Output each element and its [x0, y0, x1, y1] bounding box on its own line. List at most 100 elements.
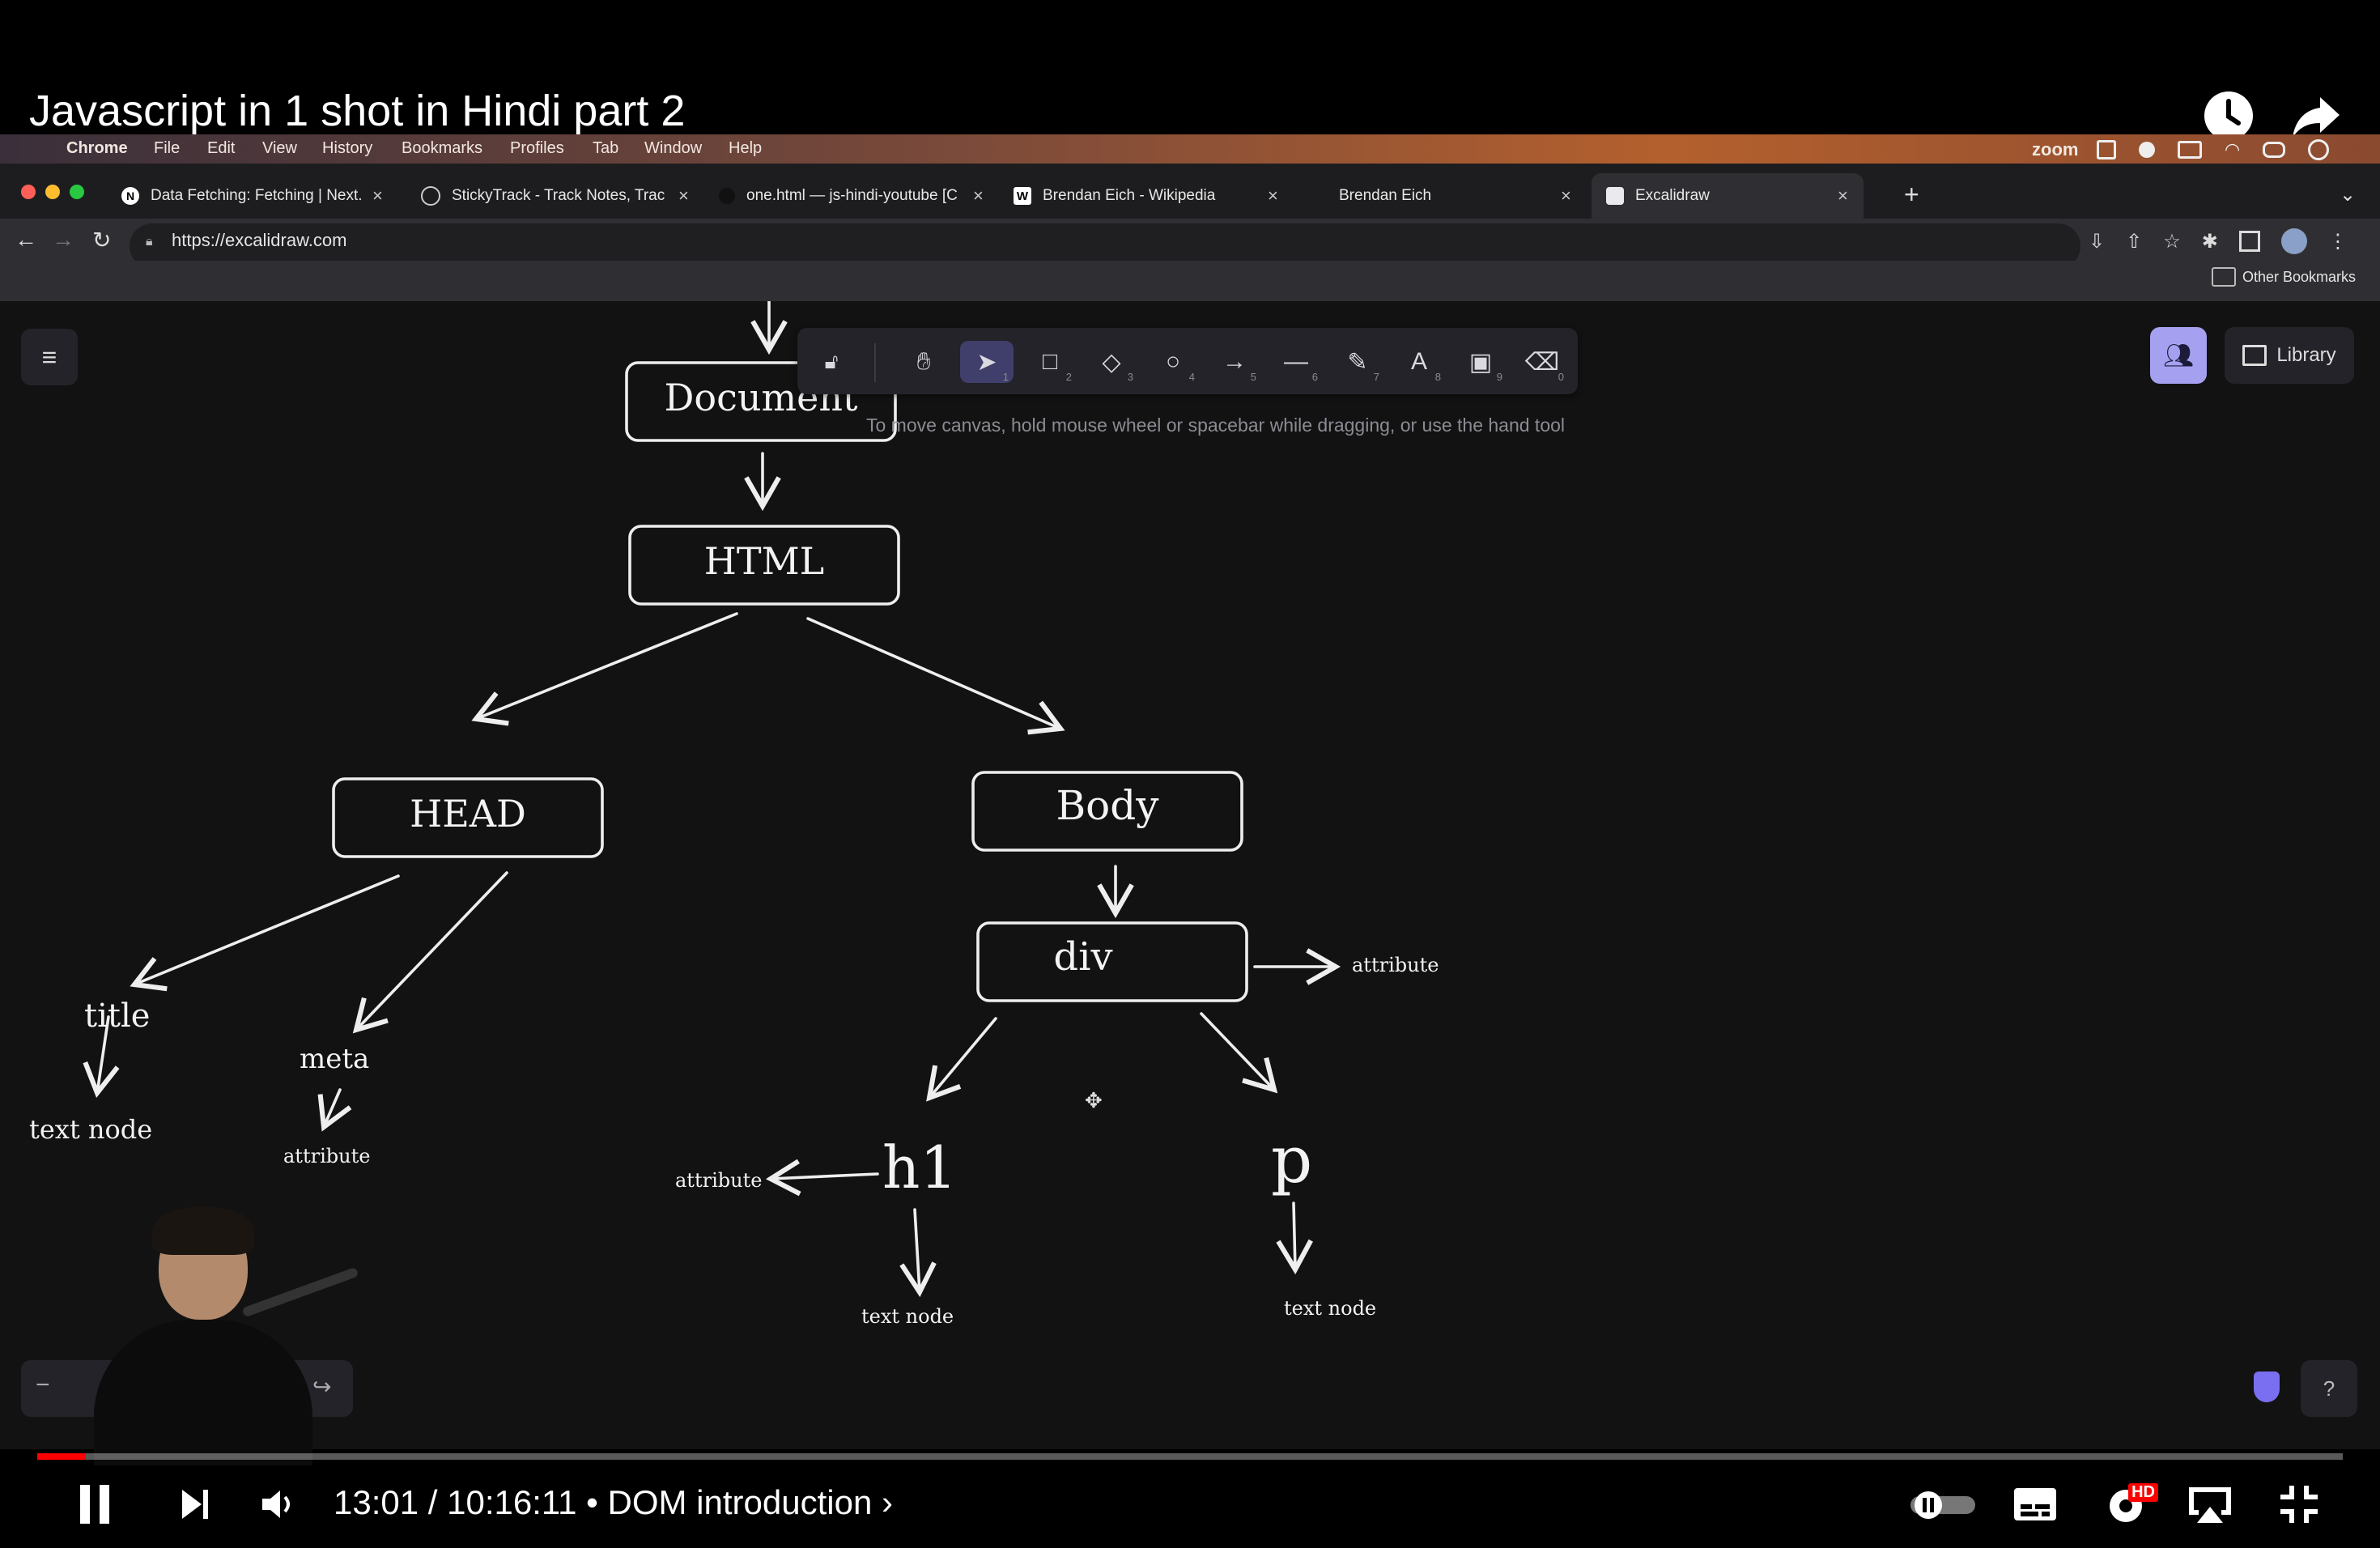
url-text[interactable]: https://excalidraw.com: [172, 230, 347, 250]
zoom-out-button[interactable]: −: [36, 1372, 50, 1398]
tab-brendan-eich[interactable]: Brendan Eich ×: [1339, 173, 1582, 219]
hand-tool-icon[interactable]: ✋︎: [916, 348, 931, 375]
reload-icon[interactable]: ↻: [92, 228, 112, 253]
tab-excalidraw[interactable]: Excalidraw ×: [1592, 173, 1864, 219]
lock-icon[interactable]: 🔒︎: [146, 235, 153, 249]
back-arrow-icon[interactable]: ←: [15, 227, 37, 252]
arrow-tool-icon[interactable]: →5: [1222, 348, 1256, 383]
node-p[interactable]: p: [1271, 1122, 1313, 1197]
progress-track[interactable]: [37, 1453, 2343, 1460]
hamburger-menu-icon[interactable]: ≡: [21, 329, 78, 385]
shield-icon[interactable]: [2254, 1372, 2280, 1402]
diamond-tool-icon[interactable]: ◇3: [1102, 348, 1133, 384]
share-icon[interactable]: [2288, 87, 2344, 144]
camera-icon[interactable]: [2178, 141, 2202, 159]
close-tab-icon[interactable]: ×: [1268, 185, 1278, 206]
lock-tool-icon[interactable]: 🔓︎: [824, 349, 839, 373]
node-p-text-node[interactable]: text node: [1284, 1297, 1377, 1320]
extensions-icon[interactable]: ✱: [2201, 230, 2218, 253]
line-tool-icon[interactable]: —6: [1284, 348, 1318, 383]
close-tab-icon[interactable]: ×: [973, 185, 984, 206]
zoom-app-label[interactable]: zoom: [2032, 139, 2079, 159]
close-tab-icon[interactable]: ×: [1561, 185, 1571, 206]
other-bookmarks[interactable]: Other Bookmarks: [2242, 269, 2357, 285]
browser-action-icons: ⇩ ⇧ ☆ ✱ ⋮: [2089, 228, 2348, 254]
menu-profiles[interactable]: Profiles: [510, 139, 564, 157]
node-div[interactable]: div: [1053, 934, 1113, 980]
share-page-icon[interactable]: ⇧: [2126, 230, 2143, 253]
progress-played: [37, 1453, 86, 1460]
new-tab-button[interactable]: +: [1904, 180, 1919, 209]
tab-label: Brendan Eich - Wikipedia: [1043, 187, 1216, 204]
selection-tool-icon[interactable]: ➤1: [960, 341, 1014, 383]
node-div-attribute[interactable]: attribute: [1352, 954, 1439, 976]
grid-icon[interactable]: [2097, 140, 2116, 159]
bookmark-star-icon[interactable]: ☆: [2163, 230, 2181, 253]
forward-arrow-icon[interactable]: →: [52, 227, 74, 252]
menu-help[interactable]: Help: [729, 139, 763, 157]
redo-icon[interactable]: ↪: [312, 1374, 332, 1399]
chrome-menu-icon[interactable]: ⋮: [2327, 230, 2348, 253]
node-meta-attribute[interactable]: attribute: [283, 1145, 371, 1167]
pause-icon[interactable]: [74, 1480, 115, 1529]
node-head[interactable]: HEAD: [410, 792, 526, 836]
node-h1-attribute[interactable]: attribute: [675, 1169, 763, 1192]
node-body[interactable]: Body: [1056, 782, 1159, 829]
node-html[interactable]: HTML: [703, 539, 825, 583]
node-title[interactable]: title: [84, 997, 151, 1035]
subtitles-icon[interactable]: [2011, 1480, 2059, 1529]
exit-fullscreen-icon[interactable]: [2276, 1480, 2322, 1529]
profile-avatar[interactable]: [2280, 228, 2307, 254]
tab-search-chevron-icon[interactable]: ⌄: [2340, 184, 2357, 206]
m-icon[interactable]: [2139, 142, 2155, 158]
menu-view[interactable]: View: [262, 139, 297, 157]
close-tab-icon[interactable]: ×: [372, 185, 383, 206]
airplay-icon[interactable]: [2184, 1480, 2236, 1529]
menu-bookmarks[interactable]: Bookmarks: [402, 139, 483, 157]
node-meta[interactable]: meta: [300, 1043, 370, 1075]
rectangle-tool-icon[interactable]: □2: [1042, 348, 1072, 383]
menu-history[interactable]: History: [322, 139, 373, 157]
volume-icon[interactable]: [257, 1480, 298, 1529]
tab-stickytrack[interactable]: StickyTrack - Track Notes, Trac ×: [421, 173, 696, 219]
ellipse-tool-icon[interactable]: ○4: [1165, 348, 1195, 383]
menu-file[interactable]: File: [154, 139, 181, 157]
side-panel-icon[interactable]: [2238, 231, 2260, 252]
install-app-icon[interactable]: ⇩: [2089, 230, 2106, 253]
autoplay-toggle[interactable]: [1907, 1480, 1978, 1529]
maximize-window-button[interactable]: [70, 185, 84, 199]
control-center-icon[interactable]: [2263, 142, 2286, 158]
menu-window[interactable]: Window: [644, 139, 703, 157]
player-controls: [0, 1465, 2380, 1548]
node-title-text-node[interactable]: text node: [29, 1114, 153, 1145]
tab-one-html[interactable]: one.html — js-hindi-youtube [C ×: [719, 173, 994, 219]
menu-chrome[interactable]: Chrome: [66, 139, 128, 157]
draw-tool-icon[interactable]: ✎7: [1347, 348, 1379, 384]
collaborate-users-icon[interactable]: 👥︎: [2150, 327, 2207, 384]
chapter-title[interactable]: • DOM introduction ›: [586, 1483, 893, 1521]
node-h1-text-node[interactable]: text node: [861, 1305, 954, 1328]
image-tool-icon[interactable]: ▣9: [1468, 348, 1502, 384]
node-h1[interactable]: h1: [882, 1133, 958, 1201]
close-tab-icon[interactable]: ×: [1838, 185, 1848, 206]
minimize-window-button[interactable]: [45, 185, 60, 199]
close-tab-icon[interactable]: ×: [678, 185, 689, 206]
tab-data-fetching[interactable]: N Data Fetching: Fetching | Next. ×: [121, 173, 405, 219]
wifi-icon[interactable]: ◠: [2225, 139, 2241, 159]
toolbar-divider: [874, 343, 876, 382]
help-icon[interactable]: ?: [2301, 1360, 2357, 1417]
eraser-tool-icon[interactable]: ⌫0: [1524, 348, 1564, 384]
settings-gear-icon[interactable]: HD: [2100, 1480, 2158, 1529]
close-window-button[interactable]: [21, 185, 36, 199]
tab-brendan-eich-wikipedia[interactable]: W Brendan Eich - Wikipedia ×: [1014, 173, 1289, 219]
next-video-icon[interactable]: [175, 1480, 215, 1529]
video-title[interactable]: Javascript in 1 shot in Hindi part 2: [29, 87, 686, 135]
library-button[interactable]: Library: [2225, 327, 2354, 384]
menu-tab[interactable]: Tab: [593, 139, 619, 157]
clock-icon[interactable]: [2308, 139, 2330, 160]
library-label: Library: [2276, 344, 2336, 366]
watch-later-icon[interactable]: [2200, 87, 2257, 144]
menu-edit[interactable]: Edit: [207, 139, 236, 157]
tab-label: Brendan Eich: [1339, 187, 1432, 204]
